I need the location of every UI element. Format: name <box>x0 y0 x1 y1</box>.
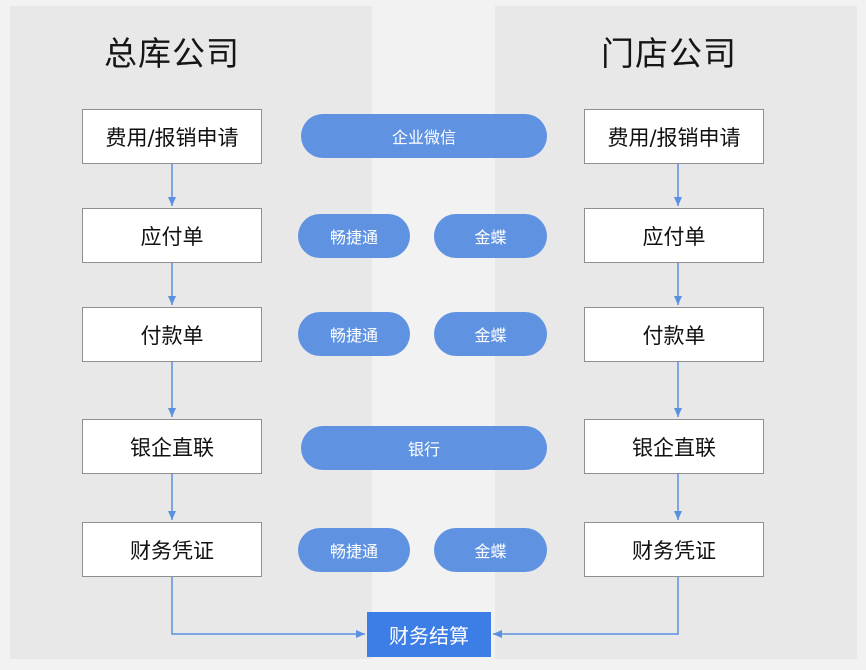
system-pill-bank: 银行 <box>301 426 547 470</box>
right-company-title: 门店公司 <box>601 34 737 73</box>
left-company-title: 总库公司 <box>104 34 240 73</box>
right-to-result-arrow <box>493 577 679 638</box>
right-step-payable: 应付单 <box>584 208 764 263</box>
financial-settlement-box: 财务结算 <box>367 612 491 657</box>
left-step-bank-direct: 银企直联 <box>82 419 262 474</box>
right-step-voucher: 财务凭证 <box>584 522 764 577</box>
system-pill-wecom: 企业微信 <box>301 114 547 158</box>
system-pill-kingdee: 金蝶 <box>434 312 547 356</box>
right-step-expense-request: 费用/报销申请 <box>584 109 764 164</box>
left-step-voucher: 财务凭证 <box>82 522 262 577</box>
system-pill-chanjet: 畅捷通 <box>298 528 410 572</box>
left-step-payment: 付款单 <box>82 307 262 362</box>
right-step-payment: 付款单 <box>584 307 764 362</box>
system-pill-kingdee: 金蝶 <box>434 528 547 572</box>
system-pill-chanjet: 畅捷通 <box>298 312 410 356</box>
system-pill-chanjet: 畅捷通 <box>298 214 410 258</box>
system-pill-kingdee: 金蝶 <box>434 214 547 258</box>
right-step-bank-direct: 银企直联 <box>584 419 764 474</box>
left-to-result-arrow <box>171 577 365 638</box>
left-step-payable: 应付单 <box>82 208 262 263</box>
left-step-expense-request: 费用/报销申请 <box>82 109 262 164</box>
